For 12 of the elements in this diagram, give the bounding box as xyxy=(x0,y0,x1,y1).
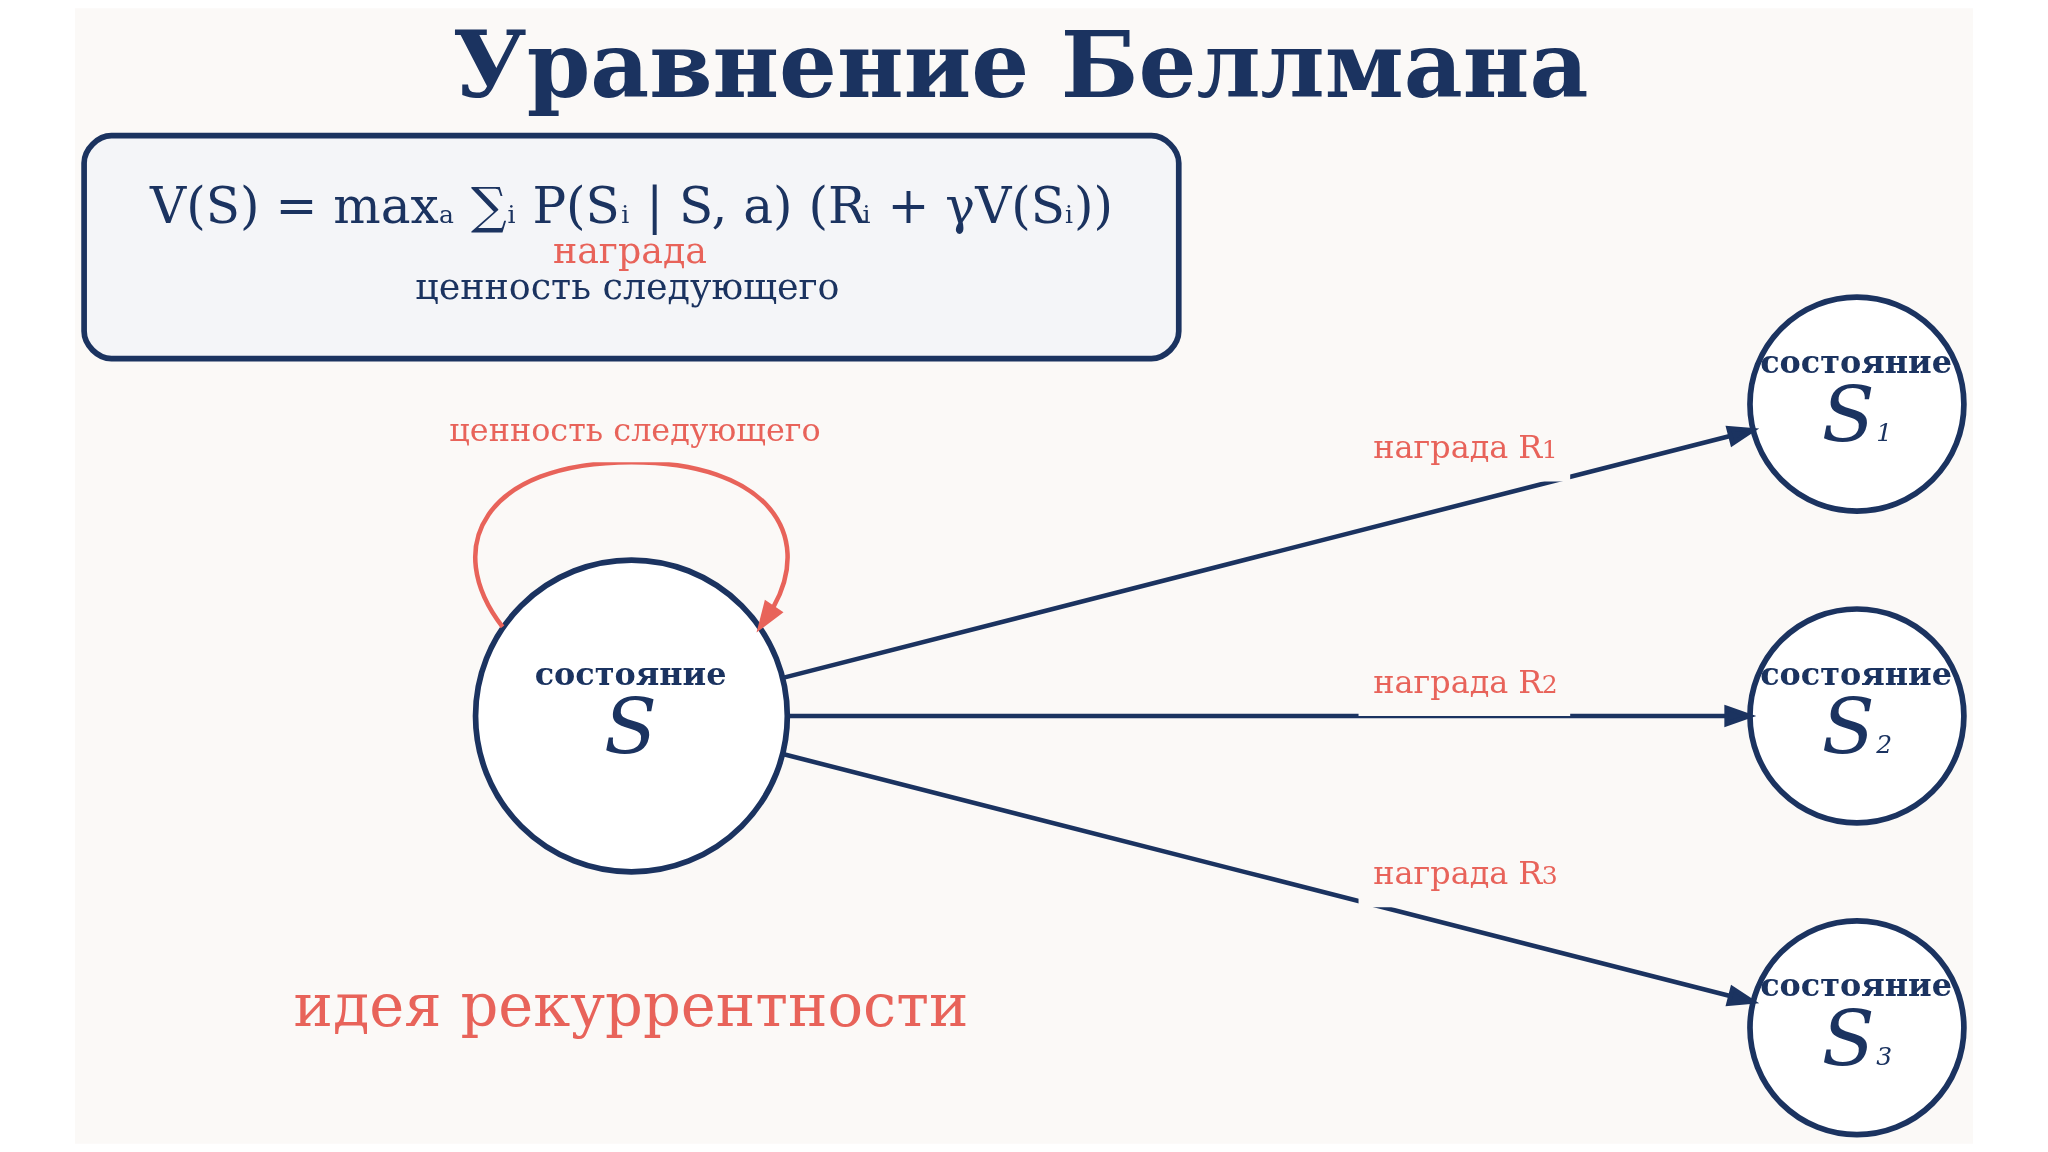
edge-label: награда R2 xyxy=(1373,662,1558,701)
node-circle: состояние S xyxy=(472,557,791,875)
arrow xyxy=(782,425,1760,681)
arrow xyxy=(782,751,1760,1007)
edge-label: награда R3 xyxy=(1373,853,1558,892)
arrow xyxy=(787,704,1757,728)
label: идея рекуррентности xyxy=(293,971,969,1041)
node-circle: состояние S3 xyxy=(1747,917,1967,1138)
diagram-title: Уравнение Беллмана xyxy=(452,11,1589,118)
edge-label: ценность следующего xyxy=(449,411,821,450)
node-circle: состояние S2 xyxy=(1747,606,1967,826)
edge-label: награда R1 xyxy=(1373,428,1558,467)
